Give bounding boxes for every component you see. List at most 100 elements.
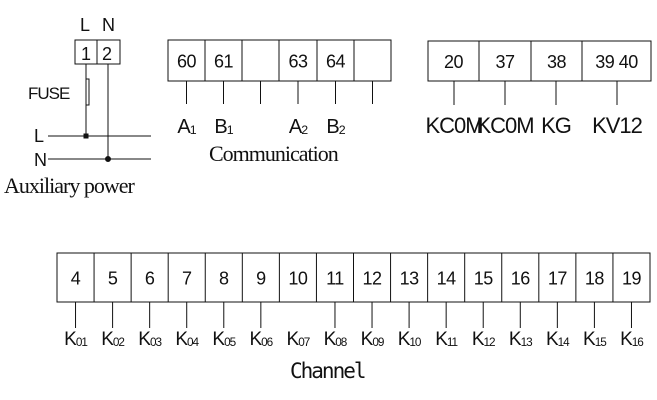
control-label-3: KV12 [592, 113, 643, 138]
label-main: K [583, 329, 596, 350]
label-main: K [324, 329, 337, 350]
control-label-1: KC0M [476, 113, 533, 138]
line-label-l: L [34, 126, 44, 146]
channel-label-10: K11 [435, 329, 457, 350]
channel-label-2: K03 [138, 329, 162, 350]
label-subscript: 1 [190, 123, 197, 137]
channel-label-5: K06 [249, 329, 273, 350]
channel-terminal-12: 16 [511, 269, 531, 289]
communication-terminal-1: 61 [214, 52, 234, 72]
channel-terminal-4: 8 [219, 269, 229, 289]
channel-terminal-13: 17 [548, 269, 568, 289]
channel-terminal-0: 4 [71, 269, 81, 289]
label-subscript: 2 [339, 123, 346, 137]
auxiliary-power-title: Auxiliary power [4, 173, 135, 198]
communication-terminal-0: 60 [177, 52, 197, 72]
label-main: B [326, 116, 339, 138]
power-terminal-2: 2 [102, 44, 112, 64]
label-subscript: 04 [187, 336, 200, 349]
label-main: K [175, 329, 188, 350]
l-junction-dot [83, 133, 89, 139]
control-label-0: KC0M [425, 113, 482, 138]
channel-label-1: K02 [101, 329, 124, 350]
label-main: K [472, 329, 485, 350]
label-main: A [289, 116, 303, 138]
label-main: K [620, 329, 633, 350]
label-subscript: 14 [558, 336, 571, 349]
power-top-label-n: N [102, 15, 115, 35]
fuse-symbol [85, 78, 90, 106]
label-main: K [249, 329, 262, 350]
channel-label-3: K04 [175, 329, 199, 350]
channel-terminal-7: 11 [326, 269, 344, 289]
channel-terminal-1: 5 [108, 269, 118, 289]
auxiliary-power-section [48, 39, 151, 162]
channel-label-6: K07 [287, 329, 310, 350]
label-main: B [214, 116, 227, 138]
channel-terminal-8: 12 [363, 269, 383, 289]
power-top-label-l: L [80, 15, 90, 35]
channel-label-15: K16 [620, 329, 644, 350]
channel-label-14: K15 [583, 329, 607, 350]
label-main: K [435, 329, 448, 350]
label-subscript: 15 [595, 336, 608, 349]
control-terminal-1: 37 [495, 52, 515, 72]
control-terminal-block [427, 40, 652, 82]
channel-terminal-6: 10 [288, 269, 308, 289]
label-main: K [361, 329, 374, 350]
channel-label-9: K10 [398, 329, 422, 350]
label-subscript: 01 [76, 336, 88, 349]
fuse-label: FUSE [28, 84, 70, 103]
channel-terminal-3: 7 [182, 269, 192, 289]
communication-terminal-3: 63 [288, 52, 308, 72]
label-subscript: 10 [409, 336, 422, 349]
channel-label-4: K05 [212, 329, 236, 350]
control-terminal-0: 20 [444, 52, 464, 72]
label-main: K [64, 329, 77, 350]
label-main: A [177, 116, 191, 138]
label-subscript: 09 [372, 336, 384, 349]
channel-label-13: K14 [546, 329, 570, 350]
label-subscript: 2 [301, 123, 308, 137]
channel-terminal-10: 14 [437, 269, 457, 289]
communication-label-0: A1 [177, 116, 196, 138]
label-subscript: 07 [298, 336, 310, 349]
channel-label-0: K01 [64, 329, 87, 350]
label-subscript: 02 [113, 336, 125, 349]
channel-terminal-11: 15 [474, 269, 494, 289]
channel-label-7: K08 [324, 329, 348, 350]
label-main: K [398, 329, 411, 350]
channel-label-12: K13 [509, 329, 533, 350]
channel-terminal-14: 18 [585, 269, 605, 289]
channel-label-11: K12 [472, 329, 495, 350]
label-subscript: 08 [335, 336, 348, 349]
n-junction-dot [105, 156, 111, 162]
label-main: K [138, 329, 151, 350]
label-subscript: 12 [484, 336, 496, 349]
channel-terminal-2: 6 [145, 269, 155, 289]
channel-title: Channel [290, 359, 365, 383]
label-subscript: 06 [261, 336, 274, 349]
channel-terminal-9: 13 [400, 269, 420, 289]
power-terminal-1: 1 [81, 44, 91, 64]
label-main: K [287, 329, 300, 350]
label-subscript: 11 [447, 336, 458, 349]
label-main: K [101, 329, 114, 350]
label-main: K [212, 329, 225, 350]
channel-terminal-15: 19 [622, 269, 642, 289]
label-subscript: 05 [224, 336, 237, 349]
label-subscript: 1 [227, 123, 234, 137]
label-main: K [509, 329, 522, 350]
control-terminal-3: 39 40 [595, 52, 638, 72]
label-main: K [546, 329, 559, 350]
communication-label-4: B2 [326, 116, 345, 138]
channel-label-8: K09 [361, 329, 384, 350]
communication-label-3: A2 [289, 116, 308, 138]
label-subscript: 16 [632, 336, 645, 349]
label-subscript: 13 [521, 336, 534, 349]
communication-label-1: B1 [214, 116, 233, 138]
